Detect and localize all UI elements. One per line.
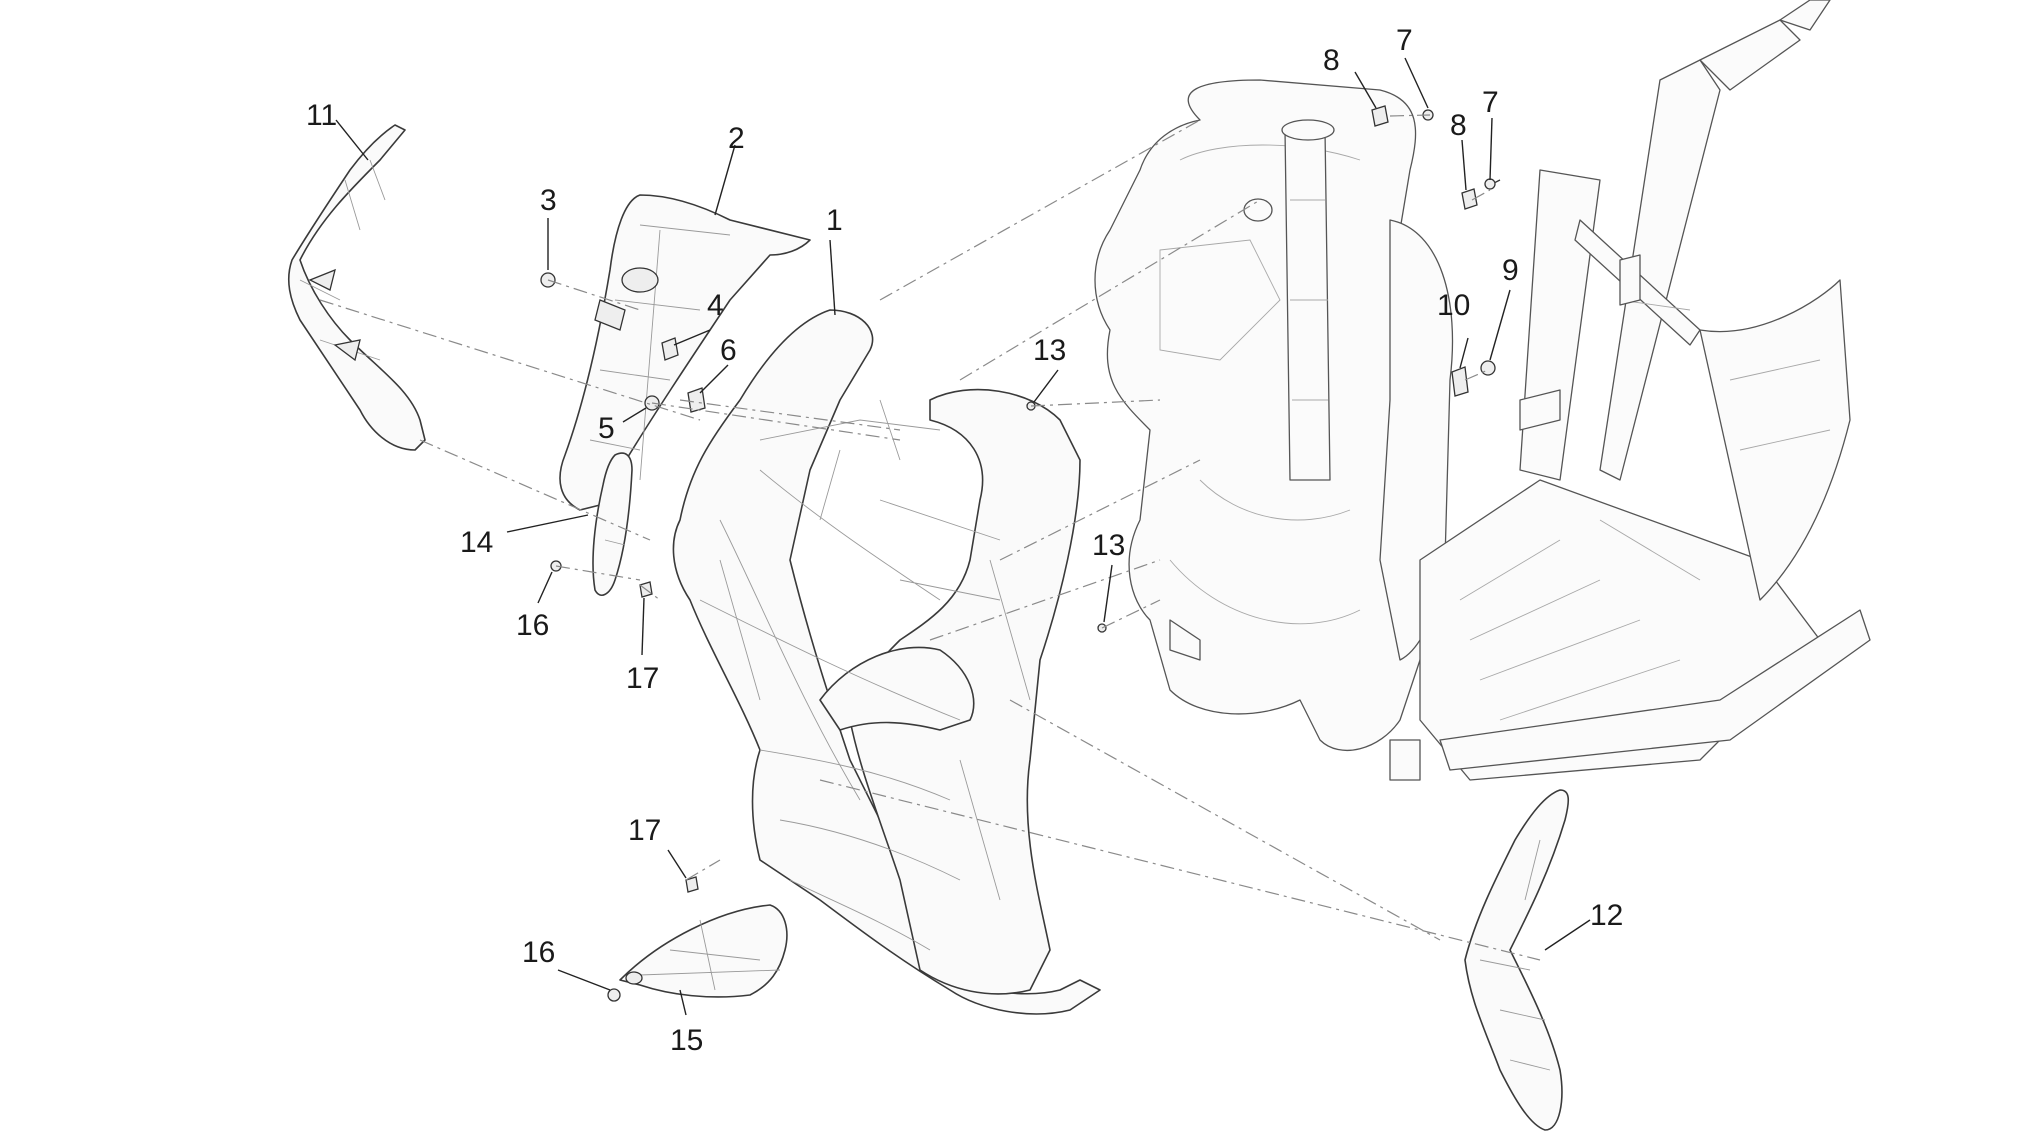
clip-10 [1451,366,1469,397]
callout-9: 9 [1502,254,1519,287]
callout-16a: 16 [516,609,549,642]
callout-6: 6 [720,334,737,367]
callout-1: 1 [826,204,843,237]
clip-6 [687,387,706,413]
callout-5: 5 [598,412,615,445]
callout-4: 4 [707,289,724,322]
assembly-lines [319,114,1541,961]
callout-17a: 17 [626,662,659,695]
lower-panel-part-15 [619,904,788,998]
clip-17b [685,876,699,893]
fasteners [540,105,1501,1002]
callout-12: 12 [1590,899,1623,932]
callout-labels: 1 2 3 4 5 6 7 7 8 8 9 10 11 12 13 13 14 … [306,24,1623,1057]
clip-8b [1461,188,1478,210]
clip-4 [661,337,679,361]
callout-11: 11 [306,99,337,132]
screw-16b [607,988,621,1002]
callout-10: 10 [1437,289,1470,322]
clip-8a [1371,105,1389,127]
leader-lines [335,57,1591,1016]
callout-13b: 13 [1092,529,1125,562]
callout-16b: 16 [522,936,555,969]
callout-8a: 8 [1323,44,1340,77]
callout-7b: 7 [1482,86,1499,119]
callout-15: 15 [670,1024,703,1057]
screw-9 [1480,360,1496,376]
callout-8b: 8 [1450,109,1467,142]
callout-2: 2 [728,122,745,155]
callout-3: 3 [540,184,557,217]
front-shield-part-1 [672,309,1101,1015]
callout-13a: 13 [1033,334,1066,367]
callout-14: 14 [460,526,493,559]
scooter-frame [1094,0,1871,781]
trim-strip-part-11 [287,124,426,451]
trim-strip-part-12 [1464,789,1570,1131]
callout-17b: 17 [628,814,661,847]
callout-7a: 7 [1396,24,1413,57]
